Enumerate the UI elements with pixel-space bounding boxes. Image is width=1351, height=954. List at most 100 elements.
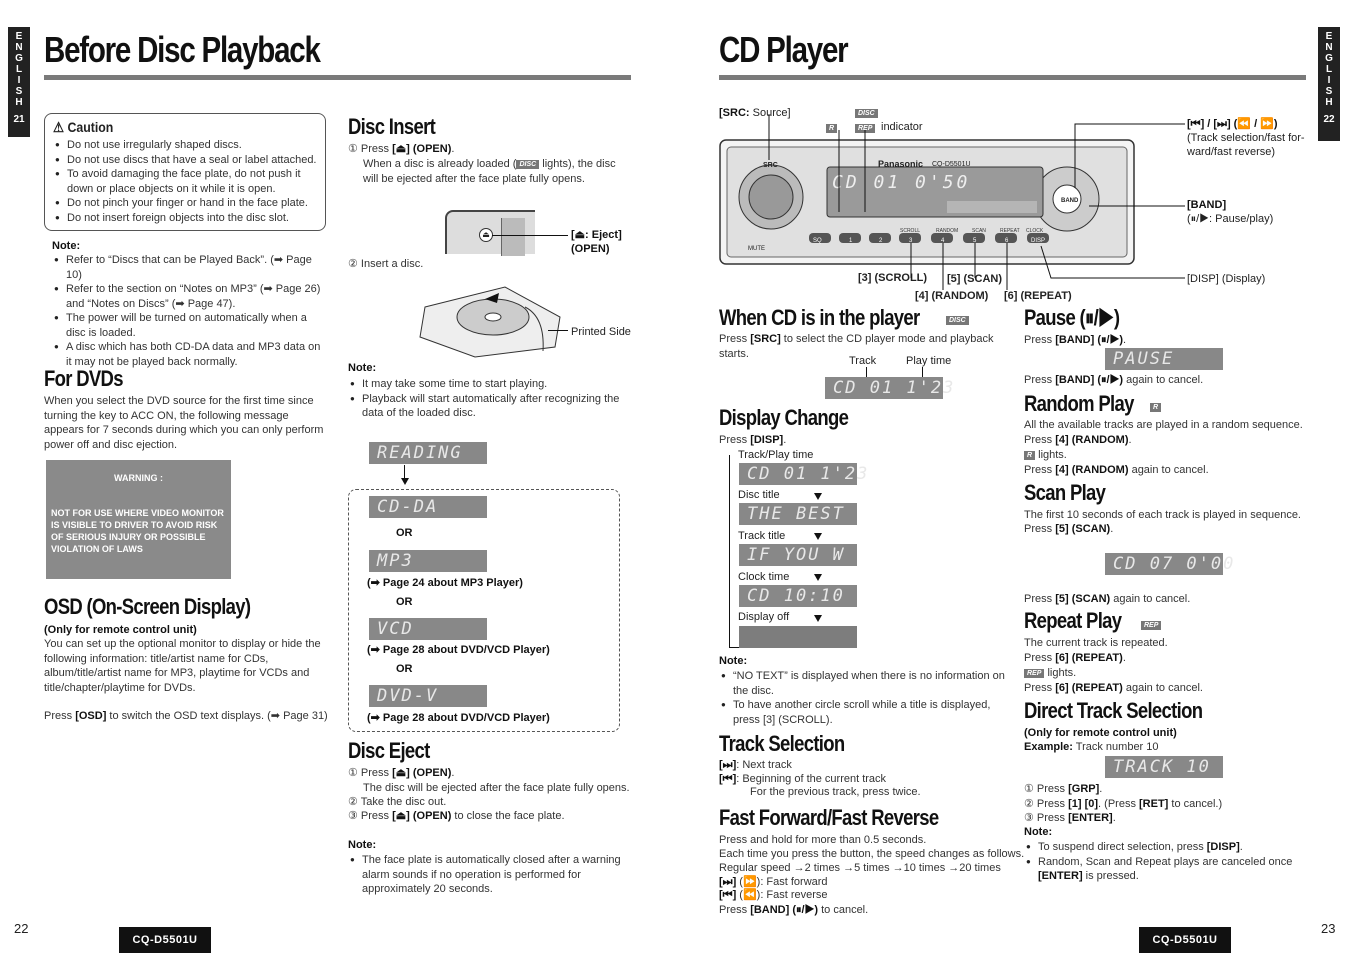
random-badge: R — [1150, 400, 1162, 414]
track-sel-line-2: [⏮]: Beginning of the current track — [719, 773, 887, 785]
button-6[interactable]: 6 — [1005, 238, 1009, 244]
disc-type-box — [348, 489, 620, 732]
button-1[interactable]: 1 — [849, 238, 853, 244]
list-item: Refer to “Discs that can be Played Back”… — [52, 253, 328, 282]
title-rule — [719, 75, 1306, 80]
pause-line-1: Press [BAND] (⏸/▶). — [1024, 334, 1127, 346]
ref-dvd: (➡ Page 28 about DVD/VCD Player) — [367, 712, 550, 724]
arrow-down-icon — [814, 493, 822, 500]
lcd-cdda: CD-DA — [369, 496, 487, 518]
track-selection-label: [⏮] / [⏭] (⏪ / ⏩) (Track selection/fast … — [1187, 118, 1305, 158]
osd-body: You can set up the optional monitor to d… — [44, 638, 321, 694]
button-4[interactable]: 4 — [941, 238, 945, 244]
tab-letter: N — [1325, 42, 1333, 53]
display-note-list: “NO TEXT” is displayed when there is no … — [719, 669, 1005, 727]
scan-label: [5] (SCAN) — [947, 273, 1002, 285]
eject-step-3: ③ Press [⏏] (OPEN) to close the face pla… — [348, 810, 565, 822]
eject-note-list: The face plate is automatically closed a… — [348, 853, 624, 897]
src-button[interactable]: SRC — [763, 162, 778, 169]
disc-indicator-badge: DISC — [516, 159, 540, 169]
lcd-display: THE BEST — [739, 503, 857, 525]
preset-buttons: SQ 1 2 3 4 5 6 DISP — [809, 233, 1069, 245]
list-item: Do not use irregularly shaped discs. — [53, 138, 321, 153]
lcd-track: TRACK 10 — [1105, 756, 1223, 778]
ff-line-6: Press [BAND] (⏸/▶) to cancel. — [719, 904, 869, 916]
direct-subheading: (Only for remote control unit) — [1024, 727, 1177, 739]
indicator-label: indicator — [881, 121, 923, 133]
insert-step-1: ① Press [⏏] (OPEN). — [348, 143, 455, 155]
list-item: To avoid damaging the face plate, do not… — [53, 167, 321, 196]
button-3[interactable]: 3 — [909, 238, 913, 244]
ff-line-5: [⏮] (⏪): Fast reverse — [719, 889, 828, 901]
list-item: To suspend direct selection, press [DISP… — [1024, 840, 1314, 855]
scroll-label: [3] (SCROLL) — [858, 272, 928, 284]
lcd-scan: CD 07 0'00 — [1105, 553, 1233, 575]
tab-letter: I — [1327, 75, 1331, 86]
lcd-dvdv: DVD-V — [369, 685, 487, 707]
section-heading-random: Random Play — [1024, 391, 1134, 416]
note-heading: Note: — [52, 240, 81, 252]
button-disp[interactable]: DISP — [1031, 238, 1046, 244]
eject-step-2: ② Take the disc out. — [348, 796, 447, 808]
list-item: It may take some time to start playing. — [348, 377, 624, 392]
track-sel-line-3: For the previous track, press twice. — [750, 786, 921, 798]
section-heading-fast-forward: Fast Forward/Fast Reverse — [719, 805, 939, 830]
direct-note-list: To suspend direct selection, press [DISP… — [1024, 840, 1314, 884]
eject-step-1: ① Press [⏏] (OPEN). — [348, 767, 455, 779]
list-item: “NO TEXT” is displayed when there is no … — [719, 669, 1005, 698]
list-item: To have another circle scroll while a ti… — [719, 698, 1005, 727]
direct-step-1: ① Press [GRP]. — [1024, 783, 1103, 795]
ref-mp3: (➡ Page 24 about MP3 Player) — [367, 577, 523, 589]
lcd-vcd: VCD — [369, 618, 487, 640]
section-heading-when-cd: When CD is in the player — [719, 305, 920, 330]
osd-press-line: Press [OSD] to switch the OSD text displ… — [44, 710, 328, 722]
disc-insert-illustration — [419, 286, 561, 358]
printed-side-label: Printed Side — [571, 326, 631, 338]
arrow-down-icon — [814, 533, 822, 540]
direct-step-2: ② Press [1] [0]. (Press [RET] to cancel.… — [1024, 798, 1223, 810]
repeat-badge: REP — [1141, 618, 1162, 632]
caution-box: ⚠ Caution Do not use irregularly shaped … — [44, 113, 326, 231]
button-sq[interactable]: SQ — [813, 238, 822, 244]
faceplate-illustration — [719, 139, 1135, 265]
direct-example: Example: Track number 10 — [1024, 741, 1159, 753]
page-title-left: Before Disc Playback — [44, 29, 321, 70]
section-heading-scan: Scan Play — [1024, 480, 1106, 505]
ref-vcd: (➡ Page 28 about DVD/VCD Player) — [367, 644, 550, 656]
direct-step-3: ③ Press [ENTER]. — [1024, 812, 1116, 824]
list-item: Refer to the section on “Notes on MP3” (… — [52, 282, 328, 311]
button-5[interactable]: 5 — [973, 238, 977, 244]
model-tag-right: CQ-D5501U — [1139, 927, 1231, 953]
list-item: Playback will start automatically after … — [348, 392, 624, 421]
display-label: Track title — [738, 530, 786, 542]
display-label: Disc title — [738, 489, 780, 501]
random-line-2: Press [4] (RANDOM). — [1024, 434, 1132, 446]
lcd-display: CD 10:10 — [739, 585, 857, 607]
arrow-down-icon — [814, 574, 822, 581]
list-item: A disc which has both CD-DA data and MP3… — [52, 340, 328, 369]
ff-line-1: Press and hold for more than 0.5 seconds… — [719, 834, 927, 846]
section-heading-osd: OSD (On-Screen Display) — [44, 594, 251, 619]
note-heading: Note: — [1024, 826, 1053, 838]
lcd-display: CD 01 1'23 — [739, 463, 867, 485]
button-2[interactable]: 2 — [879, 238, 883, 244]
tab-letter: G — [15, 53, 23, 64]
lcd-pause: PAUSE — [1105, 348, 1223, 370]
play-time-label: Play time — [906, 355, 952, 367]
band-button[interactable]: BAND — [1061, 198, 1079, 204]
osd-subheading: (Only for remote control unit) — [44, 624, 197, 636]
tab-letter: I — [17, 75, 21, 86]
repeat-line-4: Press [6] (REPEAT) again to cancel. — [1024, 682, 1203, 694]
note-heading: Note: — [348, 839, 377, 851]
model-tag-left: CQ-D5501U — [119, 927, 211, 953]
mute-label: MUTE — [748, 246, 765, 252]
ff-line-3: Regular speed →2 times →5 times →10 time… — [719, 862, 1001, 874]
section-heading-track-selection: Track Selection — [719, 731, 845, 756]
repeat-indicator-badge: REP — [855, 121, 876, 135]
random-line-1: All the available tracks are played in a… — [1024, 419, 1303, 431]
track-label: Track — [849, 355, 877, 367]
button-captions: SCROLL RANDOM SCAN REPEAT CLOCK — [900, 228, 1044, 234]
